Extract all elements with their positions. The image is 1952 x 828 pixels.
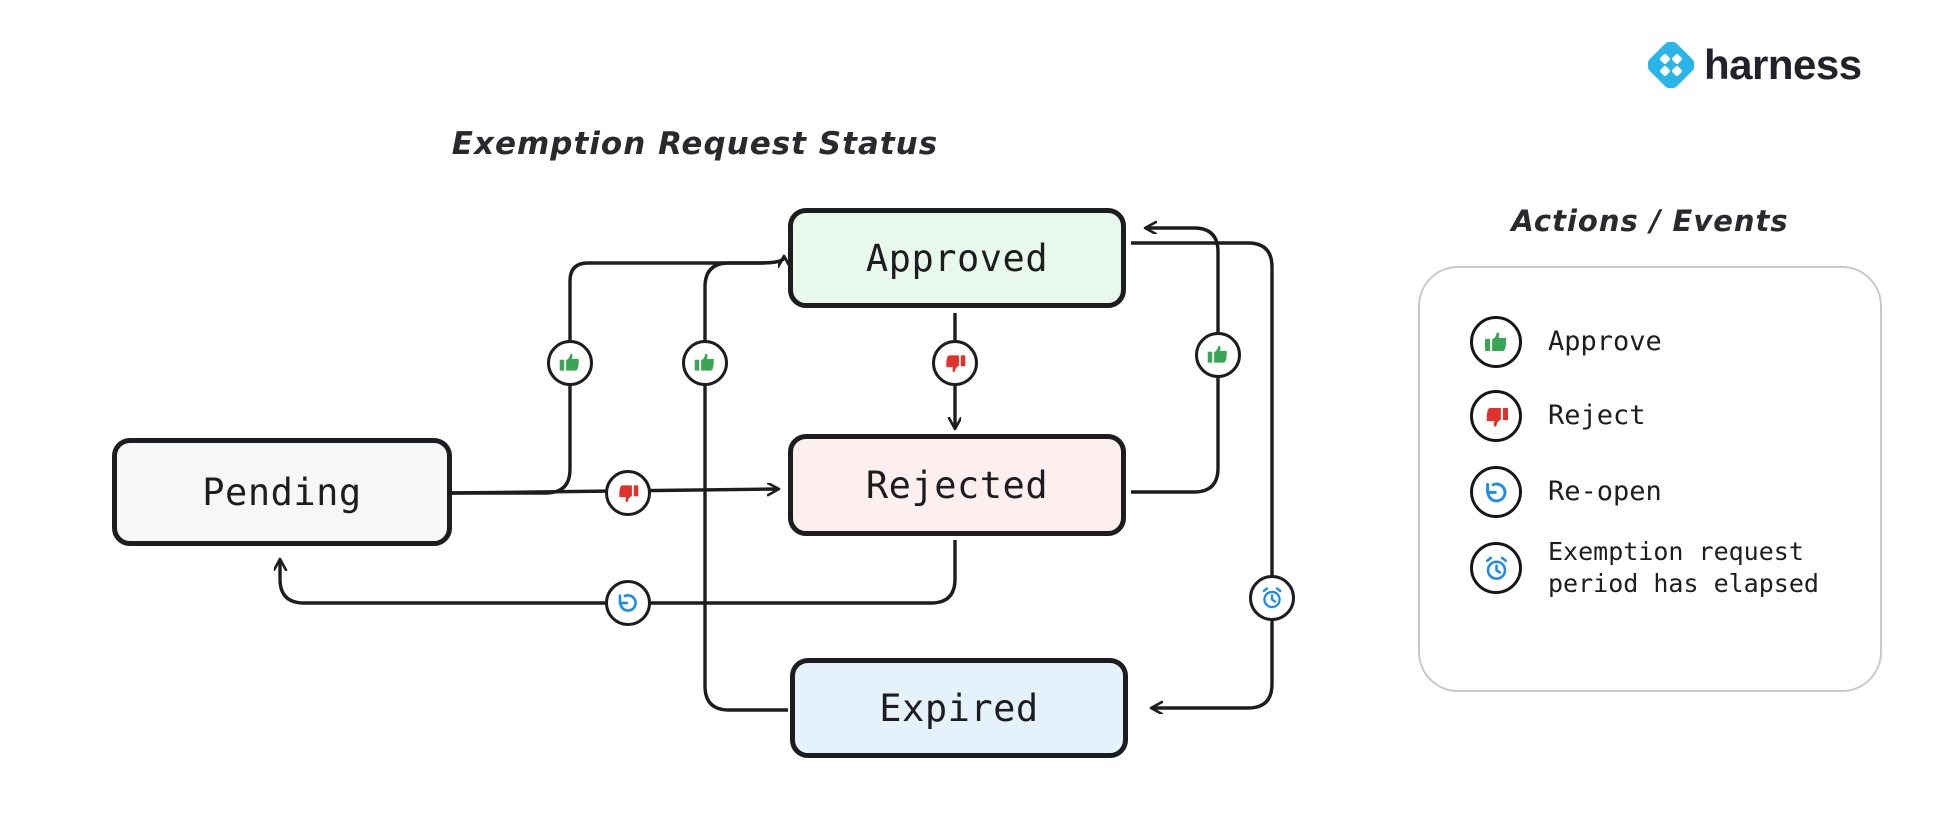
legend-label-reject: Reject bbox=[1548, 399, 1646, 431]
thumbs-up-icon bbox=[1207, 345, 1227, 363]
thumbs-up-icon bbox=[694, 353, 714, 371]
brand-logo: harness bbox=[1648, 42, 1862, 88]
thumbs-down-icon bbox=[946, 355, 966, 373]
state-node-pending[interactable]: Pending bbox=[112, 438, 452, 546]
edge-badge-reject-pending-rejected[interactable] bbox=[605, 470, 651, 516]
edge-badge-approve-expired-approved[interactable] bbox=[682, 340, 728, 386]
legend-item-reject[interactable]: Reject bbox=[1470, 390, 1646, 442]
reopen-icon bbox=[1470, 466, 1522, 518]
edge-badge-reopen-rejected-pending[interactable] bbox=[605, 580, 651, 626]
reopen-icon bbox=[618, 594, 637, 612]
legend-label-reopen: Re-open bbox=[1548, 475, 1662, 507]
legend-label-elapsed: Exemption request period has elapsed bbox=[1548, 537, 1819, 598]
thumbs-up-icon bbox=[1470, 316, 1522, 368]
thumbs-up-icon bbox=[559, 353, 579, 371]
harness-diamond-logo-icon bbox=[1648, 42, 1694, 88]
thumbs-down-icon bbox=[619, 485, 639, 503]
edge-badge-approve-pending-approved[interactable] bbox=[547, 340, 593, 386]
legend-title: Actions / Events bbox=[1511, 204, 1789, 238]
alarm-clock-icon bbox=[1470, 542, 1522, 594]
legend-label-approve: Approve bbox=[1548, 325, 1662, 357]
edge-pending-to-approved bbox=[452, 257, 784, 495]
edge-badge-elapsed-approved-expired[interactable] bbox=[1249, 575, 1295, 621]
edge-badge-approve-rejected-approved[interactable] bbox=[1195, 332, 1241, 378]
state-node-rejected[interactable]: Rejected bbox=[788, 434, 1126, 536]
state-node-approved[interactable]: Approved bbox=[788, 208, 1126, 308]
edge-approved-to-expired bbox=[1131, 241, 1274, 708]
diagram-title: Exemption Request Status bbox=[451, 126, 939, 162]
legend-item-reopen[interactable]: Re-open bbox=[1470, 466, 1662, 518]
legend-item-approve[interactable]: Approve bbox=[1470, 316, 1662, 368]
state-node-expired[interactable]: Expired bbox=[790, 658, 1128, 758]
alarm-clock-icon bbox=[1262, 587, 1282, 609]
legend-item-elapsed[interactable]: Exemption request period has elapsed bbox=[1470, 536, 1819, 600]
legend-panel: Approve Reject Re-open bbox=[1418, 266, 1882, 692]
thumbs-down-icon bbox=[1470, 390, 1522, 442]
edge-expired-to-approved bbox=[703, 257, 788, 712]
brand-wordmark: harness bbox=[1704, 41, 1862, 88]
edge-badge-reject-approved-rejected[interactable] bbox=[932, 340, 978, 386]
